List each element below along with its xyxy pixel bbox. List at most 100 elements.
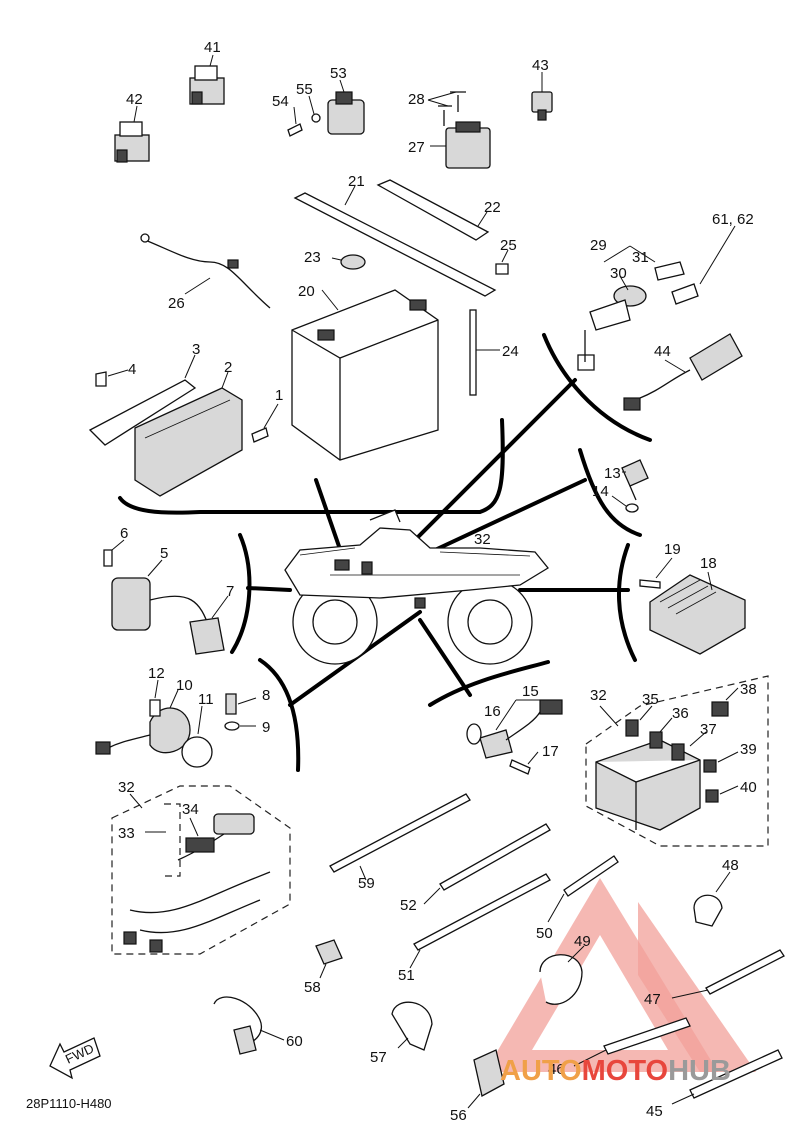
label-21: 21 — [348, 173, 365, 190]
cable-tie-50 — [547, 855, 619, 923]
label-32-left: 32 — [118, 779, 135, 796]
label-58: 58 — [304, 979, 321, 996]
label-37: 37 — [700, 721, 717, 738]
o-ring-16 — [466, 723, 482, 745]
label-52: 52 — [400, 897, 417, 914]
watermark-text-moto: MOTO — [582, 1055, 668, 1087]
label-38: 38 — [740, 681, 757, 698]
label-15: 15 — [522, 683, 539, 700]
o-ring-11 — [181, 705, 213, 768]
label-33: 33 — [118, 825, 135, 842]
cable-tie-59 — [329, 793, 471, 881]
relay-43 — [531, 72, 553, 121]
label-42: 42 — [126, 91, 143, 108]
main-switch-30 — [577, 245, 656, 371]
nut-25 — [495, 249, 509, 275]
label-32-center: 32 — [474, 531, 491, 548]
label-12: 12 — [148, 665, 165, 682]
fwd-arrow: FWD — [49, 1037, 101, 1080]
label-59: 59 — [358, 875, 375, 892]
relay-42 — [114, 105, 150, 163]
label-61-62: 61, 62 — [712, 211, 754, 228]
damper-23 — [331, 254, 366, 270]
label-4: 4 — [128, 361, 136, 378]
label-45: 45 — [646, 1103, 663, 1120]
wire-26 — [140, 233, 271, 309]
key-61-62 — [654, 225, 736, 305]
label-54: 54 — [272, 93, 289, 110]
label-10: 10 — [176, 677, 193, 694]
atv-silhouette — [284, 509, 549, 665]
label-57: 57 — [370, 1049, 387, 1066]
starter-relay-53 — [287, 79, 365, 137]
svg-text:AUTOMOTOHUB: AUTOMOTOHUB — [500, 1055, 731, 1087]
label-47: 47 — [644, 991, 661, 1008]
relay-41 — [189, 54, 225, 105]
battery-band-21 — [293, 185, 497, 297]
clamp-60 — [213, 996, 285, 1055]
watermark-text-auto: AUTO — [500, 1055, 582, 1087]
clamp-57 — [391, 1001, 433, 1051]
label-50: 50 — [536, 925, 553, 942]
label-30: 30 — [610, 265, 627, 282]
label-3: 3 — [192, 341, 200, 358]
label-28: 28 — [408, 91, 425, 108]
label-44: 44 — [654, 343, 671, 360]
label-51: 51 — [398, 967, 415, 984]
label-24: 24 — [502, 343, 519, 360]
bolt-1 — [251, 403, 279, 443]
bracket-3 — [88, 354, 197, 446]
label-8: 8 — [262, 687, 270, 704]
watermark-logo — [485, 878, 756, 1072]
label-6: 6 — [120, 525, 128, 542]
label-5: 5 — [160, 545, 168, 562]
sensor-8 — [225, 693, 257, 715]
label-19: 19 — [664, 541, 681, 558]
clamp-56 — [467, 1049, 505, 1109]
diagram-code: 28P1110-H480 — [26, 1096, 112, 1111]
label-55: 55 — [296, 81, 313, 98]
cable-tie-47 — [671, 949, 785, 999]
socket-44 — [623, 333, 743, 411]
cable-tie-45 — [671, 1049, 783, 1105]
relay-27 — [427, 91, 491, 169]
label-17: 17 — [542, 743, 559, 760]
label-13: 13 — [604, 465, 621, 482]
label-32-right: 32 — [590, 687, 607, 704]
label-25: 25 — [500, 237, 517, 254]
label-2: 2 — [224, 359, 232, 376]
label-60: 60 — [286, 1033, 303, 1050]
clamp-58 — [315, 939, 343, 979]
part-labels: 1 2 3 4 5 6 7 8 9 10 11 12 13 14 15 16 1… — [118, 39, 757, 1124]
ignition-coil-5 — [111, 559, 211, 631]
cable-tie-46 — [573, 1017, 691, 1067]
label-56: 56 — [450, 1107, 467, 1124]
label-35: 35 — [642, 691, 659, 708]
label-23: 23 — [304, 249, 321, 266]
label-29: 29 — [590, 237, 607, 254]
bolt-4 — [95, 369, 129, 387]
label-27: 27 — [408, 139, 425, 156]
pickup-coil-10 — [95, 689, 191, 755]
label-49: 49 — [574, 933, 591, 950]
washer-14 — [611, 495, 639, 513]
label-1: 1 — [275, 387, 283, 404]
cable-tie-52 — [423, 823, 551, 905]
bolt-6 — [103, 539, 125, 567]
label-26: 26 — [168, 295, 185, 312]
label-46: 46 — [548, 1061, 565, 1078]
label-20: 20 — [298, 283, 315, 300]
label-36: 36 — [672, 705, 689, 722]
label-41: 41 — [204, 39, 221, 56]
ecu-2 — [134, 371, 243, 497]
battery-20 — [291, 289, 439, 461]
fuse-box-group — [585, 675, 769, 847]
label-34: 34 — [182, 801, 199, 818]
label-22: 22 — [484, 199, 501, 216]
label-48: 48 — [722, 857, 739, 874]
bolt-12 — [149, 679, 161, 717]
plug-cap-7 — [189, 595, 229, 655]
label-31: 31 — [632, 249, 649, 266]
harness-group — [111, 785, 291, 955]
